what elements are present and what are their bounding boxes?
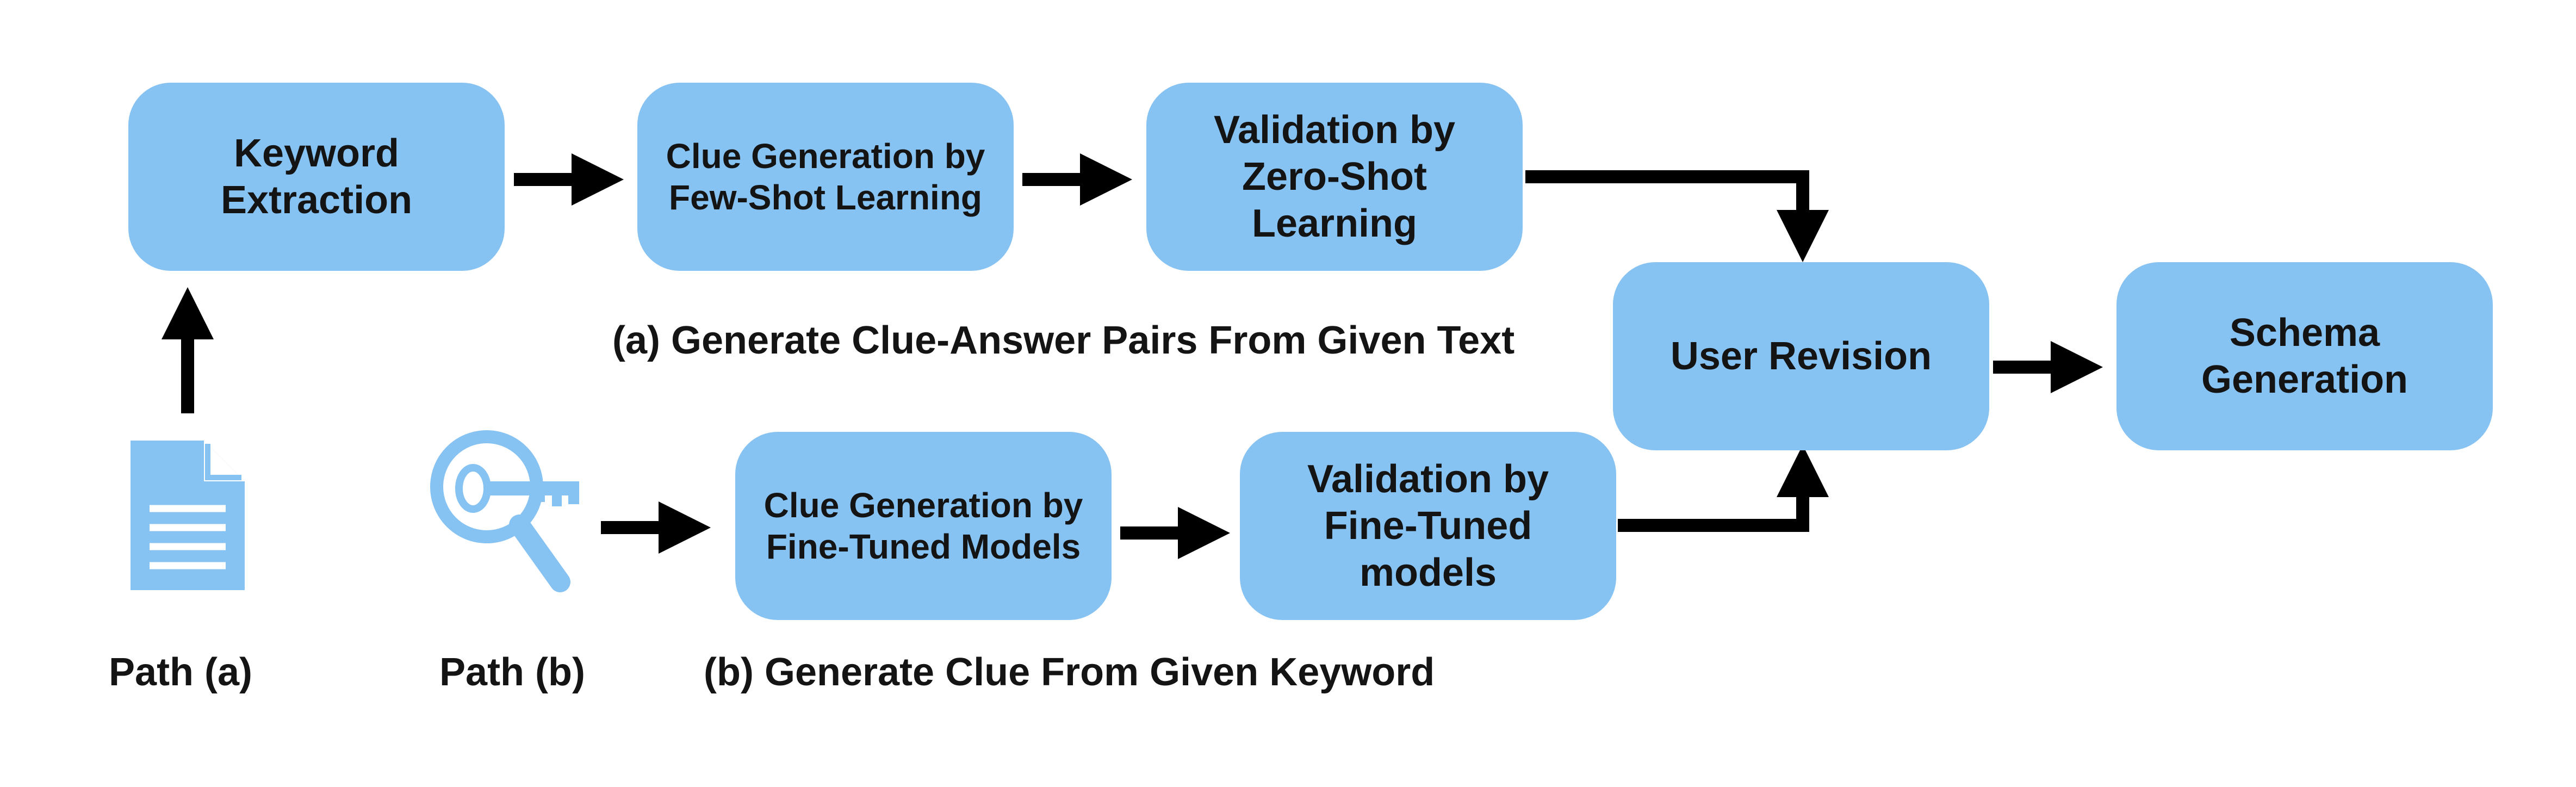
- label-path-b: Path (b): [439, 650, 585, 694]
- node-clue-generation-fine-tuned: Clue Generation by Fine-Tuned Models: [735, 432, 1112, 620]
- key-magnifier-icon: [430, 430, 579, 592]
- node-schema-generation: Schema Generation: [2116, 262, 2493, 450]
- document-icon: [131, 441, 245, 590]
- label-path-a: Path (a): [109, 650, 253, 694]
- arrow-validation-zero-shot-to-user-revision: [1525, 170, 1829, 262]
- node-clue-generation-few-shot: Clue Generation by Few-Shot Learning: [637, 83, 1014, 271]
- node-keyword-extraction: Keyword Extraction: [128, 83, 505, 271]
- arrow-validation-fine-tuned-to-user-revision: [1618, 445, 1829, 532]
- caption-path-b-title: (b) Generate Clue From Given Keyword: [704, 650, 1435, 694]
- node-validation-zero-shot: Validation by Zero-Shot Learning: [1146, 83, 1523, 271]
- node-user-revision: User Revision: [1613, 262, 1989, 450]
- node-validation-fine-tuned: Validation by Fine-Tuned models: [1240, 432, 1616, 620]
- caption-path-a-title: (a) Generate Clue-Answer Pairs From Give…: [612, 319, 1515, 362]
